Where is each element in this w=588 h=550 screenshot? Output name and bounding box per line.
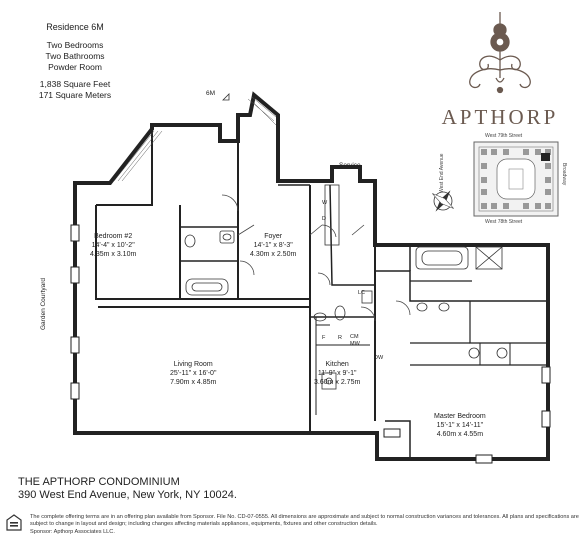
room-master-bedroom-dim-metric: 4.60m x 4.55m	[436, 431, 484, 438]
room-bedroom-2-name: Bedroom #2	[94, 233, 133, 240]
sponsor-text: Sponsor: Apthorp Associates LLC.	[30, 528, 115, 535]
residence-info: Residence 6M Two Bedrooms Two Bathrooms …	[20, 22, 130, 101]
room-living-room-name: Living Room	[173, 361, 213, 368]
room-kitchen-dim-metric: 3.60m x 2.75m	[314, 379, 361, 386]
service-label: Service	[339, 162, 361, 169]
range-label: R	[338, 335, 342, 341]
area-square-feet: 1,838 Square Feet	[39, 79, 111, 89]
room-master-bedroom: Master Bedroom 15'-1" x 14'-11" 4.60m x …	[434, 412, 486, 439]
feature-bedrooms: Two Bedrooms	[46, 40, 104, 50]
room-foyer-dim-imperial: 14'-1" x 8'-3"	[253, 242, 293, 249]
residence-title: Residence 6M	[46, 22, 104, 32]
legal-disclaimer: The complete offering terms are in an of…	[30, 514, 582, 536]
dryer-label: D	[322, 216, 326, 222]
unit-marker-label: 6M	[206, 90, 216, 97]
condominium-address: 390 West End Avenue, New York, NY 10024.	[18, 489, 237, 501]
feature-bathrooms: Two Bathrooms	[45, 51, 105, 61]
equal-housing-icon	[6, 514, 22, 531]
apthorp-logo: APTHORP	[440, 8, 560, 130]
condominium-name: THE APTHORP CONDOMINIUM	[18, 476, 180, 488]
mw-label: MW	[350, 341, 360, 347]
room-foyer-dim-metric: 4.30m x 2.50m	[250, 251, 297, 258]
room-living-room: Living Room 25'-11" x 16'-0" 7.90m x 4.8…	[170, 360, 216, 387]
room-living-room-dim-imperial: 25'-11" x 16'-0"	[170, 370, 217, 377]
room-master-bedroom-name: Master Bedroom	[434, 413, 486, 420]
room-living-room-dim-metric: 7.90m x 4.85m	[170, 379, 217, 386]
room-foyer-name: Foyer	[264, 233, 283, 240]
building-footprint	[473, 141, 559, 217]
cm-label: CM	[350, 334, 359, 340]
garden-courtyard-label: Garden Courtyard	[40, 277, 47, 330]
footer-title-block: THE APTHORP CONDOMINIUM 390 West End Ave…	[18, 476, 237, 502]
washer-label: W	[322, 200, 328, 206]
room-foyer: Foyer 14'-1" x 8'-3" 4.30m x 2.50m	[250, 232, 296, 259]
fridge-label: F	[322, 335, 326, 341]
brand-name: APTHORP	[441, 105, 559, 129]
room-bedroom-2-dim-metric: 4.35m x 3.10m	[90, 251, 137, 258]
disclaimer-text: The complete offering terms are in an of…	[30, 514, 579, 528]
room-master-bedroom-dim-imperial: 15'-1" x 14'-11"	[436, 422, 484, 429]
linen-closet-label: LC	[358, 290, 366, 296]
key-map: West 79th Street West 78th Street West E…	[439, 133, 585, 233]
dishwasher-label: DW	[374, 355, 384, 361]
room-kitchen-dim-imperial: 11'-9" x 9'-1"	[317, 370, 357, 377]
street-north-label: West 79th Street	[485, 133, 523, 139]
feature-powder-room: Powder Room	[48, 62, 102, 72]
street-south-label: West 78th Street	[485, 219, 523, 225]
floor-plan	[70, 91, 551, 464]
room-kitchen-name: Kitchen	[325, 361, 349, 368]
compass-icon	[432, 190, 454, 212]
room-bedroom-2: Bedroom #2 14'-4" x 10'-2" 4.35m x 3.10m	[90, 232, 136, 259]
crest-ornament-icon	[469, 12, 531, 94]
unit-pointer-icon	[222, 93, 230, 101]
room-kitchen: Kitchen 11'-9" x 9'-1" 3.60m x 2.75m	[314, 360, 360, 387]
room-bedroom-2-dim-imperial: 14'-4" x 10'-2"	[91, 242, 135, 249]
area-square-meters: 171 Square Meters	[38, 90, 112, 100]
